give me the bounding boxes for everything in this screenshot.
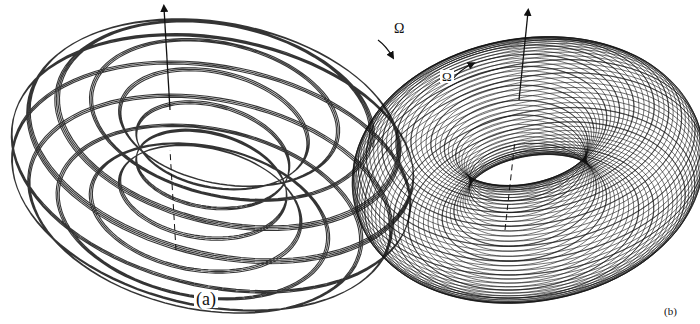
trajectory-curve <box>352 37 700 304</box>
rotation-axis <box>170 150 176 250</box>
torus-trajectory <box>352 37 700 304</box>
rotation-axis <box>164 8 170 110</box>
rotation-arrow <box>452 64 472 80</box>
panel-label: (b) <box>662 306 679 317</box>
rotation-axis <box>505 140 515 230</box>
panel-label: (a) <box>194 290 218 308</box>
rotation-arrow <box>378 40 392 56</box>
rotation-label: Ω <box>440 70 454 83</box>
rotation-label: Ω <box>392 22 406 36</box>
rotation-axis <box>519 12 528 100</box>
